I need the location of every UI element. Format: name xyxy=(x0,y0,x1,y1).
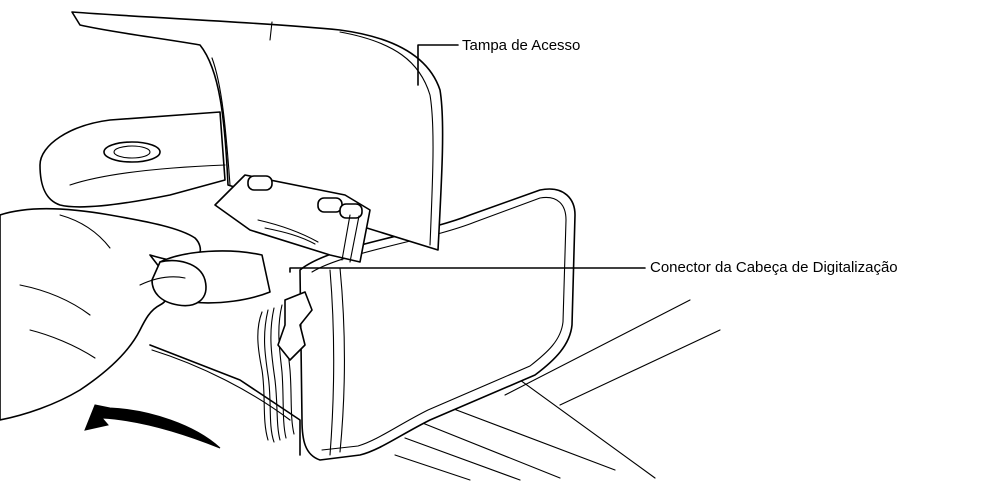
connector-leader xyxy=(289,267,646,273)
access-cover-label: Tampa de Acesso xyxy=(462,37,581,54)
rotate-arrow xyxy=(84,404,221,449)
connector-plug xyxy=(277,291,313,361)
scan-head-assembly xyxy=(214,174,371,263)
scanner-left-body xyxy=(39,111,301,456)
access-cover xyxy=(71,11,444,251)
thumb xyxy=(151,259,207,307)
access-cover-leader xyxy=(417,44,459,86)
scan-head-connector-label: Conector da Cabeça de Digitalização xyxy=(650,259,898,276)
scan-head-connector-cable xyxy=(257,291,313,443)
output-tray xyxy=(394,299,721,481)
top-button xyxy=(103,141,161,163)
hand-illustration xyxy=(0,207,271,421)
